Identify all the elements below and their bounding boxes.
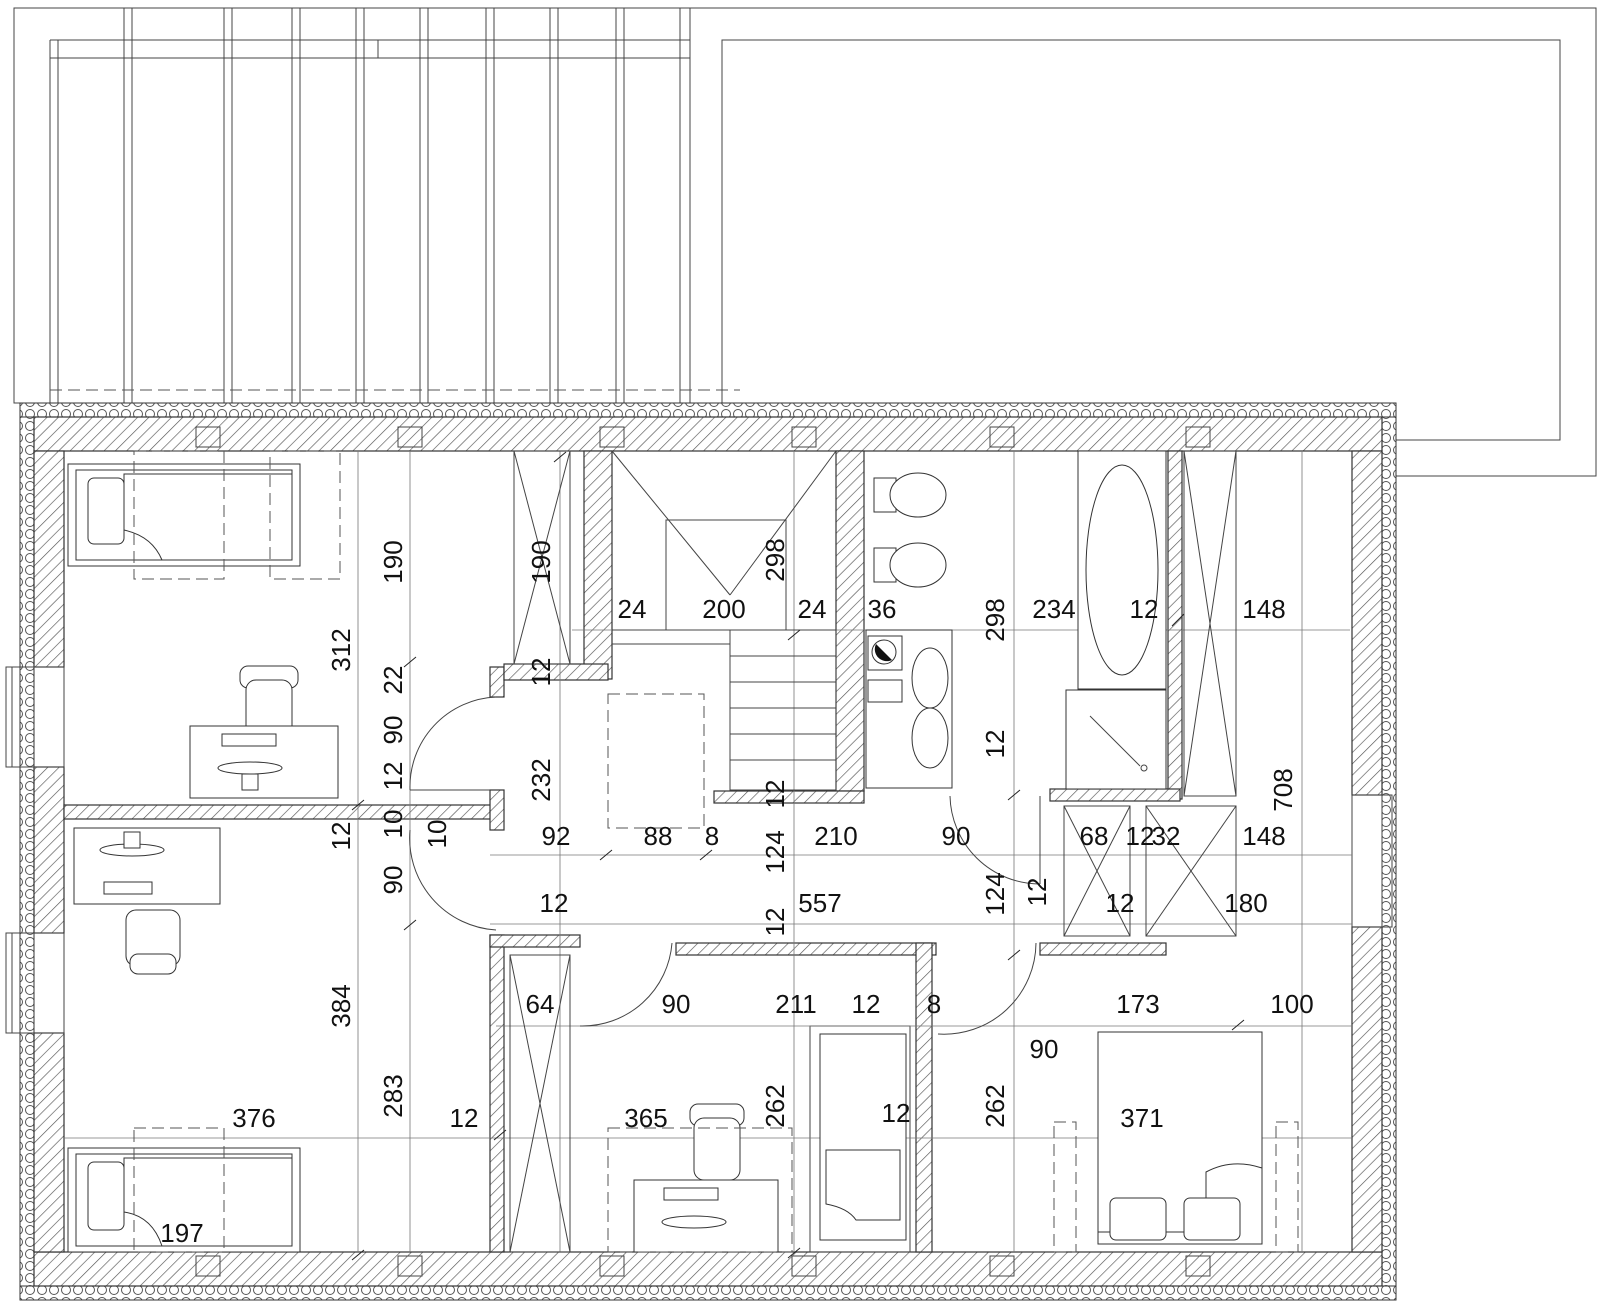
dim-190-b: 190 — [526, 540, 556, 583]
dim-312: 312 — [326, 628, 356, 671]
dim-298-b: 298 — [980, 598, 1010, 641]
dim-557: 557 — [798, 888, 841, 918]
dim-12-k: 12 — [760, 908, 790, 937]
dim-68: 68 — [1080, 821, 1109, 851]
dim-90-a: 90 — [378, 716, 408, 745]
staircase — [607, 450, 837, 829]
pergola-structure — [13, 7, 740, 404]
closets — [509, 450, 1237, 1253]
dim-371: 371 — [1120, 1103, 1163, 1133]
dim-8-b: 8 — [927, 989, 941, 1019]
exterior-walls — [5, 402, 1397, 1301]
dim-197: 197 — [160, 1218, 203, 1248]
dim-64: 64 — [526, 989, 555, 1019]
dim-365: 365 — [624, 1103, 667, 1133]
dim-148-b: 148 — [1242, 821, 1285, 851]
dim-124-b: 124 — [980, 872, 1010, 915]
interior-walls — [63, 450, 1183, 1253]
dim-12-d: 12 — [980, 730, 1010, 759]
dim-232: 232 — [526, 758, 556, 801]
dim-298-a: 298 — [760, 538, 790, 581]
dim-12-n: 12 — [882, 1098, 911, 1128]
dim-124-a: 124 — [760, 830, 790, 873]
dim-12-j: 12 — [1106, 888, 1135, 918]
dim-283: 283 — [378, 1074, 408, 1117]
dim-211: 211 — [775, 989, 816, 1019]
dim-12-e: 12 — [760, 780, 790, 809]
dim-262-b: 262 — [980, 1084, 1010, 1127]
dim-12-m: 12 — [450, 1103, 479, 1133]
dim-8-a: 8 — [705, 821, 719, 851]
dim-90-b: 90 — [942, 821, 971, 851]
dim-36: 36 — [868, 594, 897, 624]
dim-22: 22 — [378, 666, 408, 695]
dim-12-g: 12 — [326, 822, 356, 851]
dim-100: 100 — [1270, 989, 1313, 1019]
dim-12-b: 12 — [1130, 594, 1159, 624]
dim-200: 200 — [702, 594, 745, 624]
dim-90-c: 90 — [378, 866, 408, 895]
dimension-labels: 190 190 298 298 312 22 90 12 10 10 24 20… — [160, 538, 1313, 1248]
dim-12-i: 12 — [1022, 878, 1052, 907]
dim-24-b: 24 — [798, 594, 827, 624]
dim-708: 708 — [1268, 768, 1298, 811]
dim-32: 32 — [1152, 821, 1181, 851]
dim-376: 376 — [232, 1103, 275, 1133]
dim-148-a: 148 — [1242, 594, 1285, 624]
dim-10-a: 10 — [378, 810, 408, 839]
dim-90-d: 90 — [662, 989, 691, 1019]
dim-12-l: 12 — [852, 989, 881, 1019]
dim-210: 210 — [814, 821, 857, 851]
dim-24-a: 24 — [618, 594, 647, 624]
dim-384: 384 — [326, 984, 356, 1027]
dim-90-e: 90 — [1030, 1034, 1059, 1064]
dim-12-c: 12 — [526, 658, 556, 687]
dim-88: 88 — [644, 821, 673, 851]
dim-12-a: 12 — [378, 762, 408, 791]
bathroom-fixtures — [865, 450, 1167, 790]
doors — [409, 696, 1041, 1035]
dim-234: 234 — [1032, 594, 1075, 624]
dim-12-h: 12 — [540, 888, 569, 918]
dim-92: 92 — [542, 821, 571, 851]
dim-12-f: 12 — [1126, 821, 1155, 851]
dim-180: 180 — [1224, 888, 1267, 918]
dim-10-b: 10 — [422, 820, 452, 849]
dimension-ticks — [351, 451, 1245, 1261]
furniture — [67, 450, 1299, 1253]
dim-262-a: 262 — [760, 1084, 790, 1127]
dim-173: 173 — [1116, 989, 1159, 1019]
dim-190-a: 190 — [378, 540, 408, 583]
